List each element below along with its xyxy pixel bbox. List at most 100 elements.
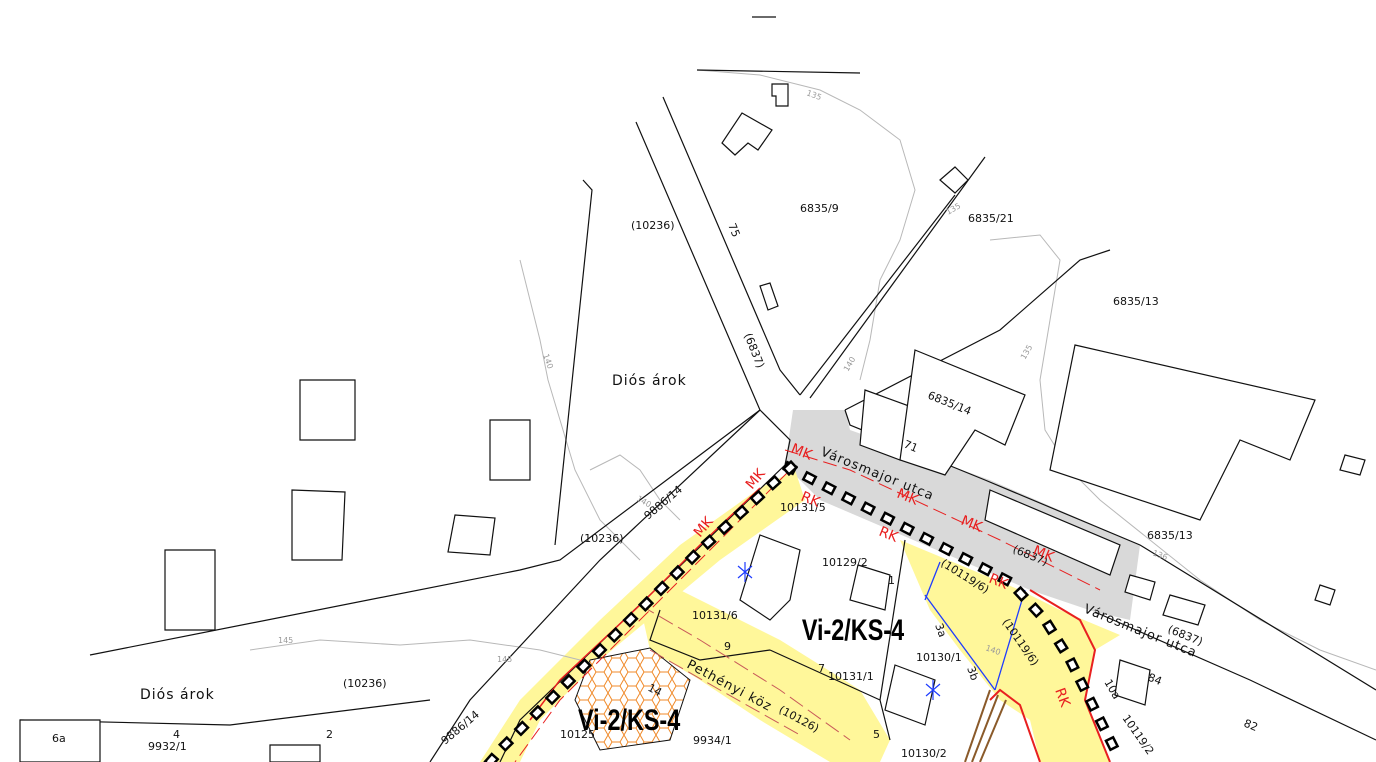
parcel-10131-1: 10131/1 xyxy=(828,670,874,683)
buildings xyxy=(19,83,1366,762)
tree-symbol xyxy=(575,658,592,675)
parcel-6835-9: 6835/9 xyxy=(800,202,839,215)
tree-symbol xyxy=(860,500,877,517)
house-number-6a: 6a xyxy=(52,732,66,745)
tree-symbol xyxy=(637,595,655,613)
tree-symbol xyxy=(529,704,546,721)
house-number-3b: 3b xyxy=(964,665,981,683)
tree-symbol xyxy=(700,533,717,551)
contour-label-135-b: 135 xyxy=(945,201,963,216)
tree-symbol xyxy=(918,531,935,547)
regulation-mark-rk-3: RK xyxy=(987,571,1011,593)
dios-arok-lower-label: Diós árok xyxy=(140,687,215,703)
parcel-10130-2: 10130/2 xyxy=(901,747,947,760)
contour-label-140-a: 140 xyxy=(541,353,555,370)
tree-symbol xyxy=(1064,656,1080,673)
stairs xyxy=(964,689,1007,762)
tree-symbol xyxy=(591,642,608,659)
tree-symbol xyxy=(938,541,955,557)
house-number-1: 1 xyxy=(888,574,895,587)
contour-label-145-a: 145 xyxy=(278,636,293,645)
tree-symbol xyxy=(1012,585,1030,603)
varosmajor-street-area xyxy=(785,410,1140,620)
hatched-parcel-10125 xyxy=(574,647,691,751)
tree-symbol xyxy=(497,735,515,753)
parcel-10236-a: (10236) xyxy=(631,219,675,232)
parcel-10129-2: 10129/2 xyxy=(822,556,868,569)
tree-symbol xyxy=(1094,715,1110,732)
parcel-6837-a: (6837) xyxy=(741,331,767,370)
parcel-10119-2: 10119/2 xyxy=(1120,712,1157,757)
tree-symbol xyxy=(716,519,734,536)
parcel-6835-13-a: 6835/13 xyxy=(1113,295,1159,308)
regulation-mark-mk-2: MK xyxy=(895,486,921,509)
regulation-mark-rk-2: RK xyxy=(877,524,901,546)
parcel-10236-b: (10236) xyxy=(580,532,624,545)
dios-arok-upper-label: Diós árok xyxy=(612,373,687,389)
parcel-9932-1: 9932/1 xyxy=(148,740,187,753)
contour-label-135-c: 135 xyxy=(1019,343,1034,361)
contour-label-136: 136 xyxy=(1151,548,1168,562)
parcel-10130-1: 10130/1 xyxy=(916,651,962,664)
tree-symbol xyxy=(733,504,750,521)
tree-symbol xyxy=(1041,619,1058,636)
parcel-10131-5: 10131/5 xyxy=(780,501,826,514)
tree-symbol xyxy=(684,549,701,566)
house-number-9: 9 xyxy=(724,640,731,653)
tree-symbol xyxy=(879,511,896,527)
contour-label-145-b: 145 xyxy=(497,655,512,664)
house-number-84: 84 xyxy=(1146,671,1164,688)
zone-label-b: Vi-2/KS-4 xyxy=(578,703,680,736)
house-number-75: 75 xyxy=(725,221,742,239)
tree-symbol xyxy=(840,490,857,506)
tree-symbol xyxy=(606,626,624,644)
contour-label-140-b: 140 xyxy=(842,355,857,373)
tree-symbol xyxy=(996,571,1013,587)
parcel-10131-6: 10131/6 xyxy=(692,609,738,622)
parcel-9934-1: 9934/1 xyxy=(693,734,732,747)
tree-symbol xyxy=(957,551,974,567)
house-number-4: 4 xyxy=(173,728,180,741)
house-number-3a: 3a xyxy=(932,622,949,639)
house-number-71: 71 xyxy=(902,438,920,455)
parcel-9886-14-b: 9886/14 xyxy=(439,708,482,747)
regulation-mark-rk-4: RK xyxy=(1051,686,1073,710)
parcel-10125: 10125 xyxy=(560,728,595,741)
contour-lines xyxy=(249,69,1376,671)
tree-symbol xyxy=(483,752,500,762)
house-number-5: 5 xyxy=(873,728,880,741)
blue-lines xyxy=(737,561,1026,700)
regulation-mark-mk-4: MK xyxy=(1031,543,1057,566)
tree-symbol xyxy=(560,673,577,690)
yellow-zone-pethenyi xyxy=(640,590,890,762)
tree-symbol xyxy=(899,521,916,537)
tree-symbol xyxy=(821,480,838,496)
tree-symbol xyxy=(513,720,530,737)
tree-symbol xyxy=(1104,735,1120,752)
tree-row xyxy=(483,459,1120,762)
regulation-mark-mk-1: MK xyxy=(789,441,815,464)
tree-symbol xyxy=(765,474,782,491)
tree-symbol xyxy=(1074,676,1090,693)
tree-symbol xyxy=(801,470,818,486)
tree-symbol xyxy=(1027,601,1044,619)
tree-symbol xyxy=(544,689,561,706)
tree-symbol xyxy=(653,580,670,597)
regulation-mark-rk-1: RK xyxy=(799,489,823,511)
parcel-10236-c: (10236) xyxy=(343,677,387,690)
tree-symbol xyxy=(1053,637,1069,654)
house-number-7: 7 xyxy=(818,662,825,675)
parcel-6835-21: 6835/21 xyxy=(968,212,1014,225)
regulation-mark-mk-3: MK xyxy=(959,513,985,536)
tree-symbol xyxy=(622,611,639,628)
house-number-82: 82 xyxy=(1242,717,1260,734)
tree-symbol xyxy=(669,564,686,581)
parcel-6835-13-b: 6835/13 xyxy=(1147,529,1193,542)
tree-symbol xyxy=(977,561,994,577)
tree-symbol xyxy=(781,459,799,477)
house-number-2: 2 xyxy=(326,728,333,741)
zone-label-a: Vi-2/KS-4 xyxy=(802,613,904,646)
tree-symbol xyxy=(749,489,766,506)
